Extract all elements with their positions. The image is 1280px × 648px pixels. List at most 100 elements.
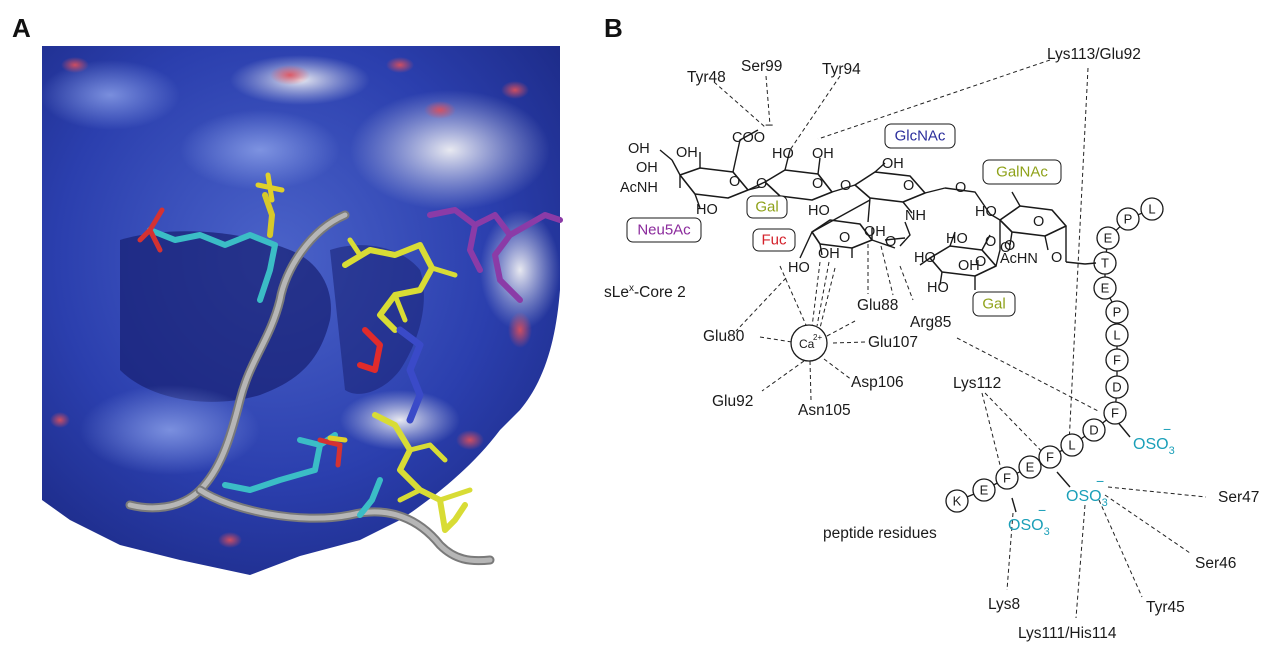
gal1-ring-o: O xyxy=(812,176,823,192)
protein-surface-render xyxy=(40,46,560,575)
peptide-residue: F xyxy=(1105,348,1129,372)
peptide-residue-circle xyxy=(1105,323,1129,347)
gal2-oh: OH xyxy=(958,258,980,274)
sulfate-2-charge: − xyxy=(1096,473,1104,489)
fuc-ho: HO xyxy=(788,260,810,276)
gal1-ho: HO xyxy=(772,146,794,162)
peptide-residue-circle xyxy=(1093,276,1117,300)
peptide-residue: E xyxy=(1096,226,1120,250)
neu5ac-ho: HO xyxy=(696,202,718,218)
peptide-residue: P xyxy=(1105,300,1129,324)
neu5ac-oh-2: OH xyxy=(676,145,698,161)
label-glu92: Glu92 xyxy=(712,393,753,410)
label-glu107: Glu107 xyxy=(868,334,918,351)
glcnac-oh: OH xyxy=(882,156,904,172)
peptide-residue-letter: P xyxy=(1113,305,1122,320)
peptide-residue: P xyxy=(1116,207,1140,231)
panel-a-label: A xyxy=(12,13,31,43)
peptide-residue: E xyxy=(1093,276,1117,300)
peptide-residue-circle xyxy=(1140,197,1164,221)
tag-gal-1: Gal xyxy=(755,199,778,216)
peptide-residue-circle xyxy=(1060,433,1084,457)
peptide-residue-letter: F xyxy=(1111,406,1119,421)
tag-galnac: GalNAc xyxy=(996,164,1048,181)
neu5ac-oh-1: OH xyxy=(628,141,650,157)
fuc-oh-2: OH xyxy=(818,246,840,262)
neu5ac-oh-3: OH xyxy=(636,160,658,176)
sulfate-2: OSO3 xyxy=(1066,488,1108,509)
label-peptide-residues: peptide residues xyxy=(823,525,937,542)
peptide-residue-circle xyxy=(1105,300,1129,324)
label-lys8: Lys8 xyxy=(988,596,1020,613)
label-ser46: Ser46 xyxy=(1195,555,1236,572)
sulfate-1-charge: − xyxy=(1163,421,1171,437)
neu5ac-acnh: AcNH xyxy=(620,180,658,196)
peptide-residue-letter: L xyxy=(1068,438,1075,453)
peptide-residue-letter: E xyxy=(1101,281,1110,296)
glycan-sticks xyxy=(342,207,563,533)
tag-fuc: Fuc xyxy=(761,232,787,249)
peptide-residue-circle xyxy=(945,489,969,513)
peptide-residue-circle xyxy=(972,478,996,502)
peptide-residue-letter: L xyxy=(1113,328,1120,343)
peptide-residue-letter: F xyxy=(1113,353,1121,368)
galnac-o-2: O xyxy=(1000,240,1011,256)
peptide-residue: D xyxy=(1082,418,1106,442)
peptide-residue-letter: E xyxy=(1104,231,1113,246)
peptide-residue-circle xyxy=(995,466,1019,490)
label-ser47: Ser47 xyxy=(1218,489,1259,506)
peptide-backbone-ribbon xyxy=(125,210,495,566)
fuc-oh-1: OH xyxy=(864,224,886,240)
peptide-residue: F xyxy=(995,466,1019,490)
peptide-residue-letter: F xyxy=(1046,450,1054,465)
peptide-residue: K xyxy=(945,489,969,513)
calcium-charge: 2+ xyxy=(813,333,822,342)
label-asn105: Asn105 xyxy=(798,402,851,419)
galnac-ring-o: O xyxy=(1033,214,1044,230)
coo-group: COO xyxy=(732,130,765,146)
gal2-o: O xyxy=(985,234,996,250)
link-o-1: O xyxy=(756,176,767,192)
galnac-ho: HO xyxy=(975,204,997,220)
sulfate-labels: OSO3 − OSO3 − OSO3 − xyxy=(1008,419,1175,538)
peptide-residue-letter: F xyxy=(1003,471,1011,486)
peptide-residue-letter: T xyxy=(1101,256,1109,271)
peptide-residue-circle xyxy=(1105,375,1129,399)
peptide-residue: F xyxy=(1038,445,1062,469)
peptide-residue-letter: L xyxy=(1148,202,1155,217)
label-tyr45: Tyr45 xyxy=(1146,599,1185,616)
peptide-residue-circle xyxy=(1116,207,1140,231)
peptide-residue: F xyxy=(1103,401,1127,425)
gal1-ho-2: HO xyxy=(808,203,830,219)
peptide-residue-circle xyxy=(1103,401,1127,425)
peptide-residue-letter: D xyxy=(1112,380,1121,395)
label-asp106: Asp106 xyxy=(851,374,904,391)
peptide-residue: E xyxy=(1018,455,1042,479)
gal2-ho-2: HO xyxy=(914,250,936,266)
link-o-2: O xyxy=(840,178,851,194)
peptide-residue-letter: E xyxy=(1026,460,1035,475)
residue-labels: Tyr48 Ser99 Tyr94 Lys113/Glu92 Glu88 Arg… xyxy=(687,46,1259,642)
glcnac-ring-o: O xyxy=(903,178,914,194)
gal2-ho-3: HO xyxy=(927,280,949,296)
peptide-residue: T xyxy=(1093,251,1117,275)
sulfotyrosine-sticks xyxy=(137,172,383,518)
sulfate-1: OSO3 xyxy=(1133,436,1175,457)
peptide-residue-circle xyxy=(1105,348,1129,372)
label-tyr94: Tyr94 xyxy=(822,61,861,78)
peptide-residue: L xyxy=(1060,433,1084,457)
tag-gal-2: Gal xyxy=(982,296,1005,313)
label-lys112: Lys112 xyxy=(953,375,1001,392)
galnac-o-link: O xyxy=(1051,250,1062,266)
label-ser99: Ser99 xyxy=(741,58,782,75)
panel-b-label: B xyxy=(604,13,623,43)
peptide-residue-letter: P xyxy=(1124,212,1133,227)
peptide-residue: E xyxy=(972,478,996,502)
interaction-lines xyxy=(713,59,1207,619)
sulfate-3: OSO3 xyxy=(1008,517,1050,538)
peptide-residue-circle xyxy=(1096,226,1120,250)
glcnac-nh: NH xyxy=(905,208,926,224)
label-lys113-glu92: Lys113/Glu92 xyxy=(1047,46,1141,63)
tag-glcnac: GlcNAc xyxy=(895,128,946,145)
